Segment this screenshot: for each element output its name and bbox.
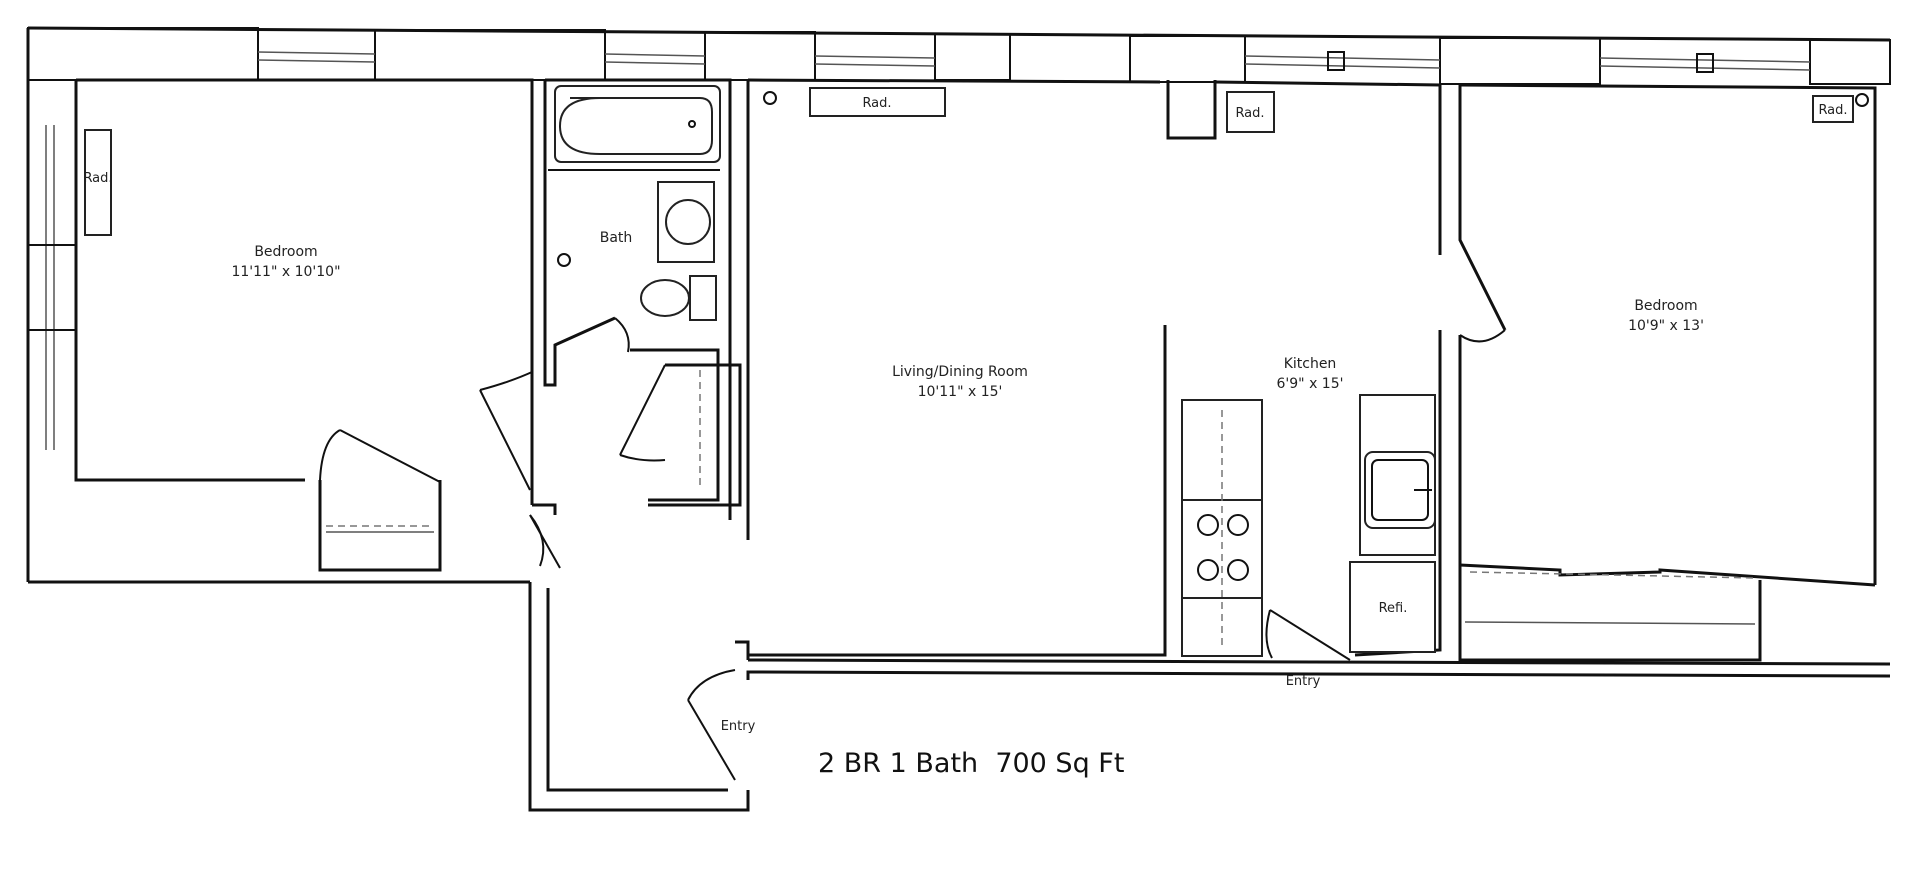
kitchen-sink: [1364, 451, 1436, 529]
exterior-walls: [26, 26, 1891, 812]
radiator-kitchen-label: Rad.: [1235, 106, 1264, 121]
radiator-right-bedroom: [1812, 95, 1854, 123]
kitchen: [1181, 80, 1442, 661]
bedroom-left: [74, 78, 534, 572]
radiator-right-bedroom-label: Rad.: [1818, 103, 1847, 118]
radiator-kitchen: [1226, 91, 1275, 133]
living-dining-dims: 10'11" x 15': [918, 384, 1003, 400]
kitchen-entry-label: Entry: [1286, 674, 1321, 689]
living-dining-name: Living/Dining Room: [892, 364, 1028, 380]
bedroom-right-name: Bedroom: [1634, 298, 1697, 314]
hallway: [479, 363, 742, 569]
labels: Bedroom 11'11" x 10'10" Bath Living/Dini…: [83, 96, 1847, 779]
radiator-living-label: Rad.: [862, 96, 891, 111]
radiator-living: [809, 87, 946, 117]
kitchen-name: Kitchen: [1284, 356, 1337, 372]
bath-name: Bath: [600, 230, 633, 246]
toilet-tank: [689, 275, 717, 321]
kitchen-dims: 6'9" x 15': [1277, 376, 1344, 392]
plan-summary: 2 BR 1 Bath 700 Sq Ft: [818, 748, 1124, 779]
bedroom-left-name: Bedroom: [254, 244, 317, 260]
toilet-bowl: [640, 279, 690, 317]
refrigerator-label: Refi.: [1379, 601, 1408, 616]
bath-room: [543, 78, 732, 520]
main-entry-label: Entry: [721, 719, 756, 734]
radiator-left-bedroom: [84, 129, 112, 236]
refrigerator: [1349, 561, 1436, 653]
bedroom-right-dims: 10'9" x 13': [1628, 318, 1704, 334]
radiator-left-bedroom-label: Rad.: [83, 171, 112, 186]
living-dining-room: [687, 78, 1217, 781]
bedroom-right: [1458, 83, 1877, 662]
bedroom-left-dims: 11'11" x 10'10": [231, 264, 340, 280]
